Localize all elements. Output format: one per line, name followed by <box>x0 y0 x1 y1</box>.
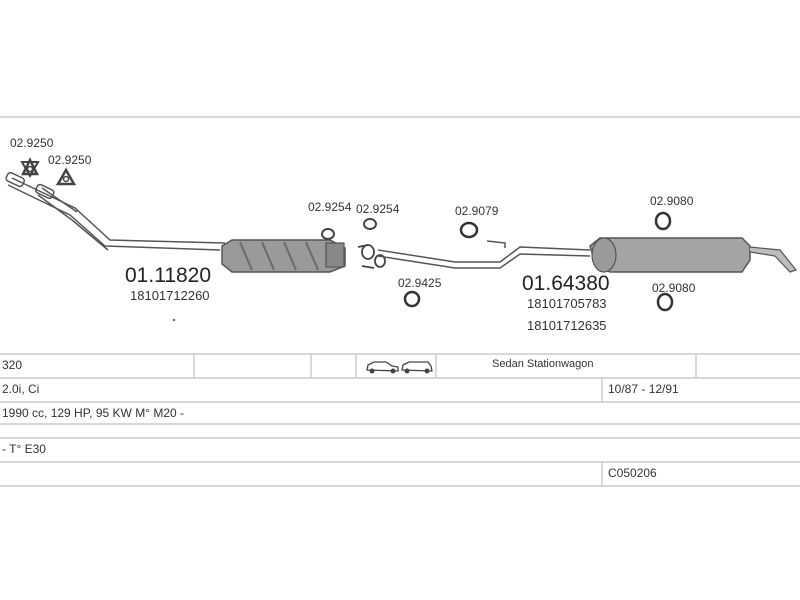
ring-clamp-5 <box>654 211 672 231</box>
label-front-pipe-code: 01.11820 <box>125 264 211 287</box>
model-cell: 320 <box>2 358 23 372</box>
label-clamp-5: 02.9080 <box>650 194 694 208</box>
code-cell: C050206 <box>608 466 657 480</box>
body-types-cell: Sedan Stationwagon <box>492 358 594 370</box>
gasket-1 <box>321 228 335 240</box>
triangle-clamp-2 <box>55 167 77 186</box>
info-table-grid <box>0 353 800 487</box>
label-clamp-1: 02.9250 <box>10 136 54 150</box>
label-gasket-1: 02.9254 <box>308 200 352 214</box>
label-clamp-4: 02.9425 <box>398 276 442 290</box>
triangle-clamp-1 <box>20 157 40 179</box>
label-rear-section-oem-1: 18101705783 <box>527 296 607 311</box>
specs-cell: 1990 cc, 129 HP, 95 KW M° M20 - <box>2 406 184 420</box>
rear-muffler <box>589 237 798 273</box>
label-rear-section-code: 01.64380 <box>522 272 610 295</box>
stationwagon-icon <box>401 361 433 374</box>
engine-cell: 2.0i, Ci <box>2 382 40 396</box>
label-gasket-2: 02.9254 <box>356 202 400 216</box>
ring-clamp-6 <box>656 292 674 312</box>
middle-pipe <box>377 240 591 269</box>
years-cell: 10/87 - 12/91 <box>608 382 679 396</box>
label-clamp-2: 02.9250 <box>48 153 92 167</box>
ring-clamp-3 <box>459 221 479 239</box>
mid-joint <box>357 244 386 269</box>
type-cell: - T° E30 <box>2 442 46 456</box>
label-clamp-3: 02.9079 <box>455 204 499 218</box>
ring-clamp-4 <box>403 290 421 308</box>
gasket-2 <box>363 218 377 230</box>
front-pipe <box>5 171 226 251</box>
label-rear-section-oem-2: 18101712635 <box>527 318 607 333</box>
catalytic-converter <box>221 239 346 273</box>
stray-dot <box>172 318 176 322</box>
label-clamp-6: 02.9080 <box>652 281 696 295</box>
label-front-pipe-oem: 18101712260 <box>130 288 210 303</box>
sedan-icon <box>366 361 399 374</box>
